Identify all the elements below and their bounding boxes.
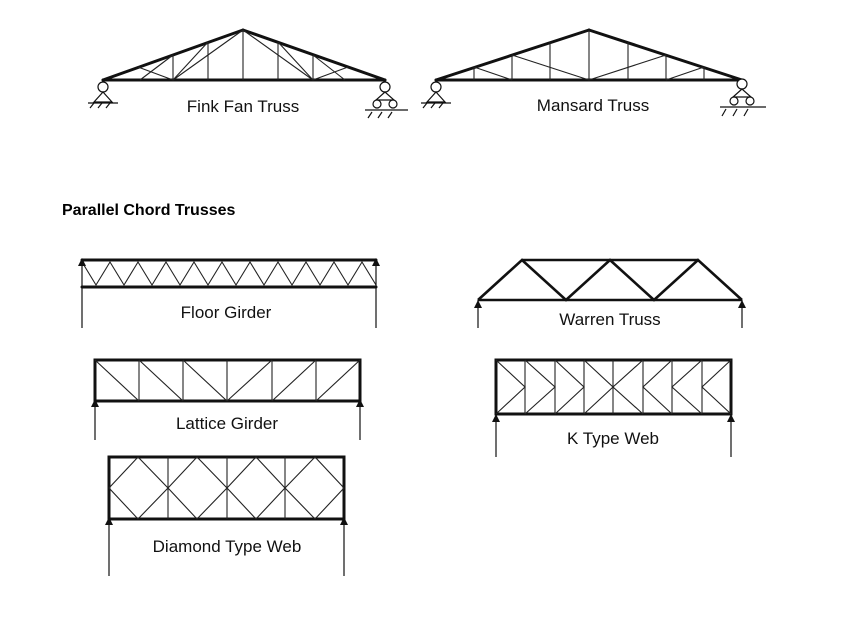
fink-fan-members xyxy=(101,28,387,82)
warren-members xyxy=(474,258,746,328)
fink-fan-label: Fink Fan Truss xyxy=(187,97,299,116)
roller-support xyxy=(365,81,408,119)
pin-support xyxy=(421,81,451,109)
lattice-girder-label: Lattice Girder xyxy=(176,414,278,433)
warren-truss: Warren Truss xyxy=(474,258,746,329)
lattice-girder: Lattice Girder xyxy=(91,358,364,440)
floor-girder: Floor Girder xyxy=(78,258,380,328)
pin-support xyxy=(88,81,118,109)
section-heading: Parallel Chord Trusses xyxy=(62,202,236,219)
mansard-truss: Mansard Truss xyxy=(421,28,766,117)
k-type-web: K Type Web xyxy=(492,358,735,457)
k-type-label: K Type Web xyxy=(567,429,659,448)
floor-girder-label: Floor Girder xyxy=(181,303,272,322)
mansard-label: Mansard Truss xyxy=(537,96,649,115)
fink-fan-truss: Fink Fan Truss xyxy=(88,28,408,119)
floor-girder-members xyxy=(78,258,380,328)
roller-support xyxy=(720,78,766,117)
diamond-members xyxy=(105,455,348,576)
mansard-members xyxy=(434,28,744,82)
diamond-label: Diamond Type Web xyxy=(153,537,302,556)
k-type-members xyxy=(492,358,735,457)
diamond-type-web: Diamond Type Web xyxy=(105,455,348,576)
warren-label: Warren Truss xyxy=(559,310,660,329)
lattice-members xyxy=(91,358,364,440)
